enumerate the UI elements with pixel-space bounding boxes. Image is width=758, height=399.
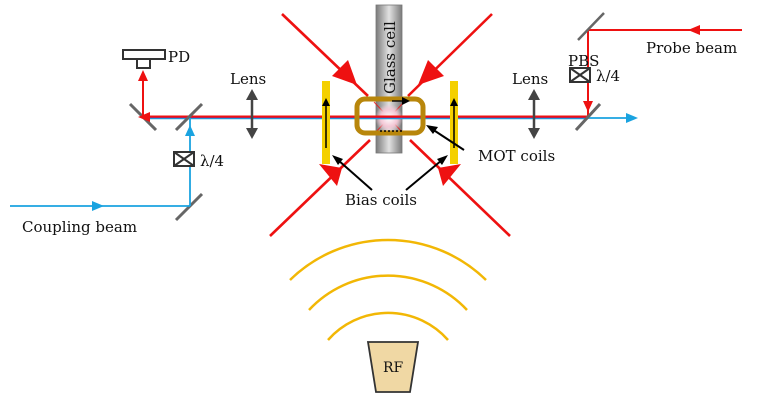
bias-pointer-arrow-right: [437, 155, 448, 165]
coupling-beam-label: Coupling beam: [22, 218, 137, 236]
mot-arrow-bottom-left: [319, 164, 342, 186]
bias-pointer-arrow-left: [332, 155, 343, 165]
pd-label: PD: [168, 48, 190, 66]
coupling-beam-input: [10, 118, 191, 207]
qwp-right-label: λ/4: [596, 67, 620, 85]
mirror-icon: [174, 102, 204, 132]
mot-coils-pointer: [431, 128, 465, 151]
lens-icon: [246, 89, 258, 139]
bias-coils-pointers: [337, 159, 443, 191]
mot-arrow-bottom-right: [438, 164, 461, 186]
lens-right-label: Lens: [512, 70, 548, 88]
glass-cell-label: Glass cell: [381, 21, 399, 94]
pbs-mirror-icon: [574, 102, 602, 132]
coupling-exit-arrow: [626, 113, 638, 123]
lens-left-label: Lens: [230, 70, 266, 88]
bias-coils: [322, 81, 458, 164]
mot-arrow-top-right: [418, 60, 444, 85]
mirror-icon: [174, 192, 204, 222]
pd-up-arrow: [138, 70, 148, 81]
bias-coils-label: Bias coils: [345, 191, 417, 209]
rf-label: RF: [383, 360, 404, 376]
mot-beam-arrowheads: [319, 60, 461, 186]
probe-input-arrow: [688, 25, 700, 35]
coupling-beam-exit: [588, 113, 638, 123]
probe-down-arrow: [583, 101, 593, 112]
mot-coils-label: MOT coils: [478, 147, 555, 165]
rf-antenna-icon: RF: [366, 341, 420, 393]
mot-pointer-arrow: [426, 125, 438, 134]
mirror-icon: [577, 12, 605, 41]
probe-left-arrow: [138, 112, 150, 122]
probe-to-pd: [142, 76, 150, 118]
lens-icon: [528, 89, 540, 139]
quarter-wave-plate-icon: [173, 151, 195, 167]
qwp-left-label: λ/4: [200, 152, 224, 170]
mot-coil: [354, 96, 426, 136]
probe-beam-label: Probe beam: [646, 39, 737, 57]
quarter-wave-plate-icon: [569, 67, 591, 83]
pbs-label: PBS: [568, 52, 599, 70]
main-beam-path: [150, 115, 588, 120]
mot-arrow-top-left: [332, 60, 357, 85]
rf-wave-icon: [289, 238, 487, 341]
coupling-input-arrow: [92, 201, 104, 211]
photodiode-icon: [122, 49, 166, 69]
coupling-up-arrow: [185, 125, 195, 136]
